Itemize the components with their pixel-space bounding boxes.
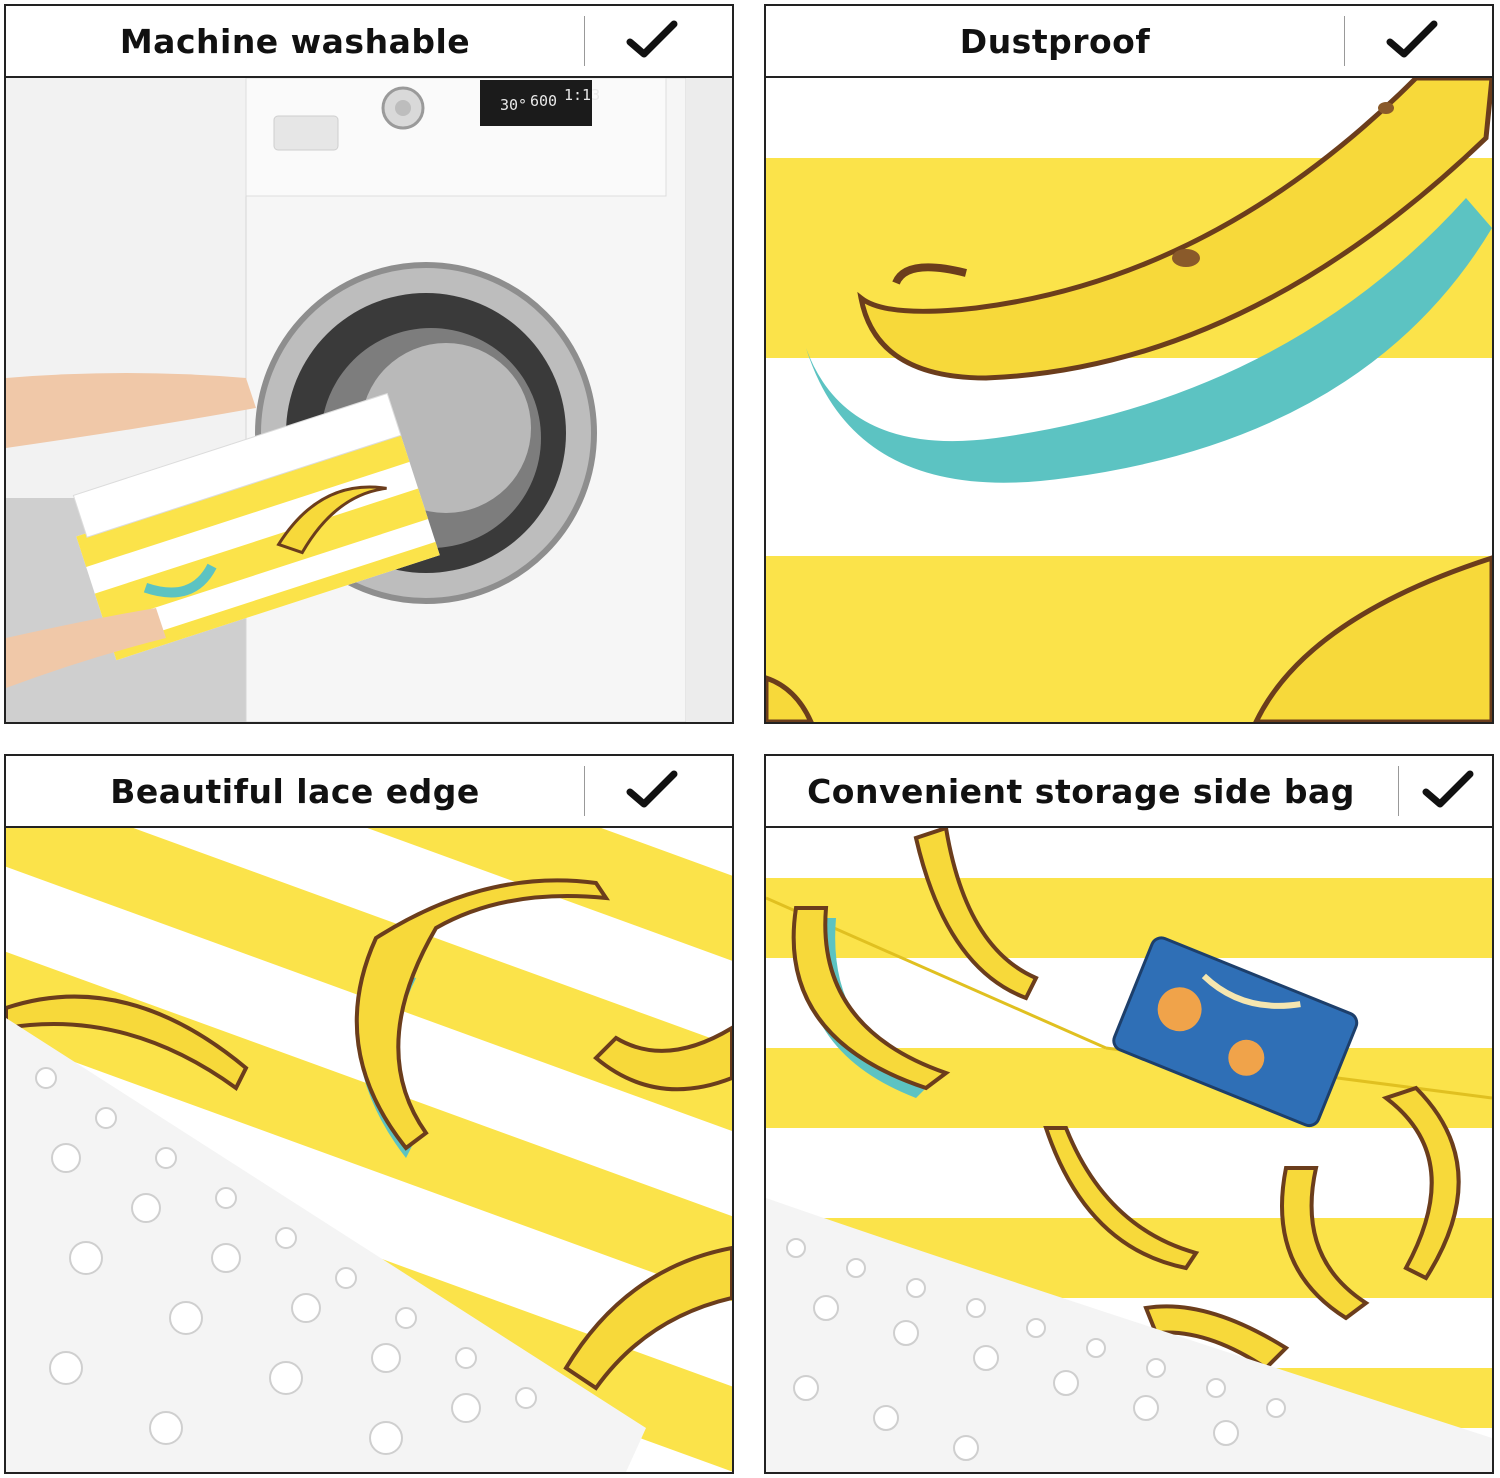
washer-display-time: 1:13 xyxy=(564,86,600,104)
washer-display-spin: 600 xyxy=(530,92,557,110)
panel-machine-washable: Machine washable 30° 600 1:13 xyxy=(4,4,734,724)
checkmark-icon xyxy=(626,20,678,58)
lace-edge-image xyxy=(6,828,732,1472)
header-divider xyxy=(1344,16,1345,66)
storage-side-bag-image xyxy=(766,828,1492,1472)
header-divider xyxy=(584,766,585,816)
panel-header: Convenient storage side bag xyxy=(766,756,1492,828)
panel-storage-side-bag: Convenient storage side bag xyxy=(764,754,1494,1474)
header-divider xyxy=(1398,766,1399,816)
checkmark-icon xyxy=(626,770,678,808)
washer-display-temperature: 30° xyxy=(500,96,527,114)
panel-lace-edge: Beautiful lace edge xyxy=(4,754,734,1474)
panel-title: Convenient storage side bag xyxy=(807,771,1355,811)
panel-title: Beautiful lace edge xyxy=(110,771,480,811)
panel-title: Dustproof xyxy=(959,21,1151,61)
panel-header: Dustproof xyxy=(766,6,1492,78)
panel-title: Machine washable xyxy=(119,21,471,61)
panel-dustproof: Dustproof xyxy=(764,4,1494,724)
washing-machine-photo: 30° 600 1:13 xyxy=(6,78,732,722)
panel-header: Beautiful lace edge xyxy=(6,756,732,828)
panel-header: Machine washable xyxy=(6,6,732,78)
header-divider xyxy=(584,16,585,66)
fabric-closeup-image xyxy=(766,78,1492,722)
checkmark-icon xyxy=(1386,20,1438,58)
checkmark-icon xyxy=(1422,770,1474,808)
